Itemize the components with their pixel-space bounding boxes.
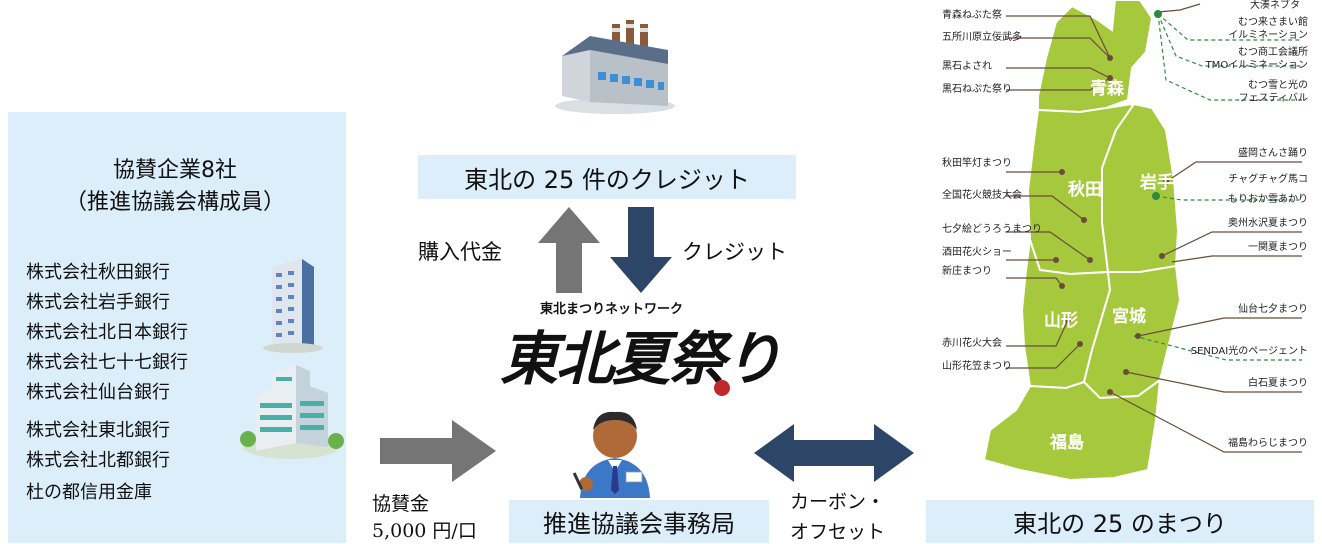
festival-label: 大湊ネブタ [1250, 0, 1300, 11]
logo-network-text: 東北まつりネットワーク [540, 302, 684, 317]
festival-label: 仙台七夕まつり [1238, 304, 1308, 315]
festival-label: むつ商工会議所 [1238, 47, 1308, 58]
festival-label: 五所川原立佞武多 [942, 32, 1022, 43]
arrow-bidirectional-offset [754, 424, 914, 482]
festival-label: チャグチャグ馬コ [1228, 174, 1308, 185]
offset-label-line1: カーボン・ [790, 491, 886, 513]
festival-label: SENDAI光のページェント [1190, 346, 1308, 357]
festival-label: 奥州水沢夏まつり [1228, 218, 1308, 229]
factory-icon [555, 20, 675, 114]
arrow-right-sponsorship [380, 420, 496, 482]
pref-miyagi: 宮城 [1112, 307, 1146, 327]
office-box: 推進協議会事務局 [509, 500, 769, 543]
offset-label-line2: オフセット [790, 521, 886, 543]
arrow-down-credit [610, 207, 672, 293]
purchase-label: 購入代金 [418, 240, 502, 264]
bank-item: 株式会社北日本銀行 [26, 322, 188, 343]
festival-label: 一関夏まつり [1248, 242, 1308, 253]
pref-iwate: 岩手 [1140, 173, 1174, 193]
festival-label: 山形花笠まつり [942, 361, 1012, 372]
festival-label: 福島わらじまつり [1228, 438, 1308, 449]
festival-label: イルミネーション [1228, 30, 1308, 41]
bank-item: 株式会社岩手銀行 [26, 292, 170, 313]
tohoku-map [982, 0, 1302, 482]
festival-label: むつ雪と光の [1248, 80, 1308, 91]
festival-label: フェスティバル [1238, 93, 1308, 104]
bank-item: 株式会社北都銀行 [26, 450, 170, 471]
festival-label: 秋田竿灯まつり [942, 158, 1012, 169]
festival-label: 黒石よされ [942, 61, 992, 72]
bank-item: 株式会社東北銀行 [26, 420, 170, 441]
sponsorship-amount: 5,000 円/口 [372, 520, 477, 542]
pref-akita: 秋田 [1068, 180, 1102, 200]
pref-fukushima: 福島 [1050, 433, 1084, 453]
festival-label: 全国花火競技大会 [942, 190, 1022, 201]
sponsor-title: 協賛企業8社 [113, 158, 237, 183]
credits-box: 東北の 25 件のクレジット [418, 155, 796, 199]
pref-yamagata: 山形 [1044, 311, 1078, 331]
logo-seal-icon [714, 380, 730, 396]
festival-label: 黒石ねぷた祭り [942, 84, 1012, 95]
festival-label: 赤川花火大会 [942, 338, 1002, 349]
arrow-up-purchase [538, 207, 600, 293]
festival-label: 七夕絵どうろうまつり [942, 224, 1042, 235]
festival-label: 盛岡さんさ踊り [1238, 148, 1308, 159]
office-building-icon [263, 259, 323, 353]
sponsor-subtitle: （推進協議会構成員） [64, 190, 285, 215]
bank-item: 株式会社秋田銀行 [26, 262, 170, 283]
festival-label: 青森ねぶた祭 [942, 10, 1002, 21]
bank-item: 株式会社仙台銀行 [26, 382, 170, 403]
festival-label: 新庄まつり [942, 266, 992, 277]
festival-label: むつ来さまい館 [1238, 17, 1308, 28]
logo-main-text: 東北夏祭り [500, 325, 782, 393]
person-icon [572, 411, 650, 498]
bank-item: 杜の都信用金庫 [26, 482, 152, 503]
bank-item: 株式会社七十七銀行 [26, 352, 188, 373]
festivals-box: 東北の 25 のまつり [926, 500, 1314, 543]
credit-label: クレジット [682, 240, 787, 264]
hospital-building-icon [240, 365, 344, 459]
festival-label: 白石夏まつり [1248, 378, 1308, 389]
festival-label: 酒田花火ショー [942, 247, 1012, 258]
sponsorship-label: 協賛金 [372, 493, 430, 515]
pref-aomori: 青森 [1090, 79, 1124, 99]
festival-label: もりおか雪あかり [1228, 194, 1308, 205]
festival-label: TMOイルミネーション [1205, 60, 1308, 71]
